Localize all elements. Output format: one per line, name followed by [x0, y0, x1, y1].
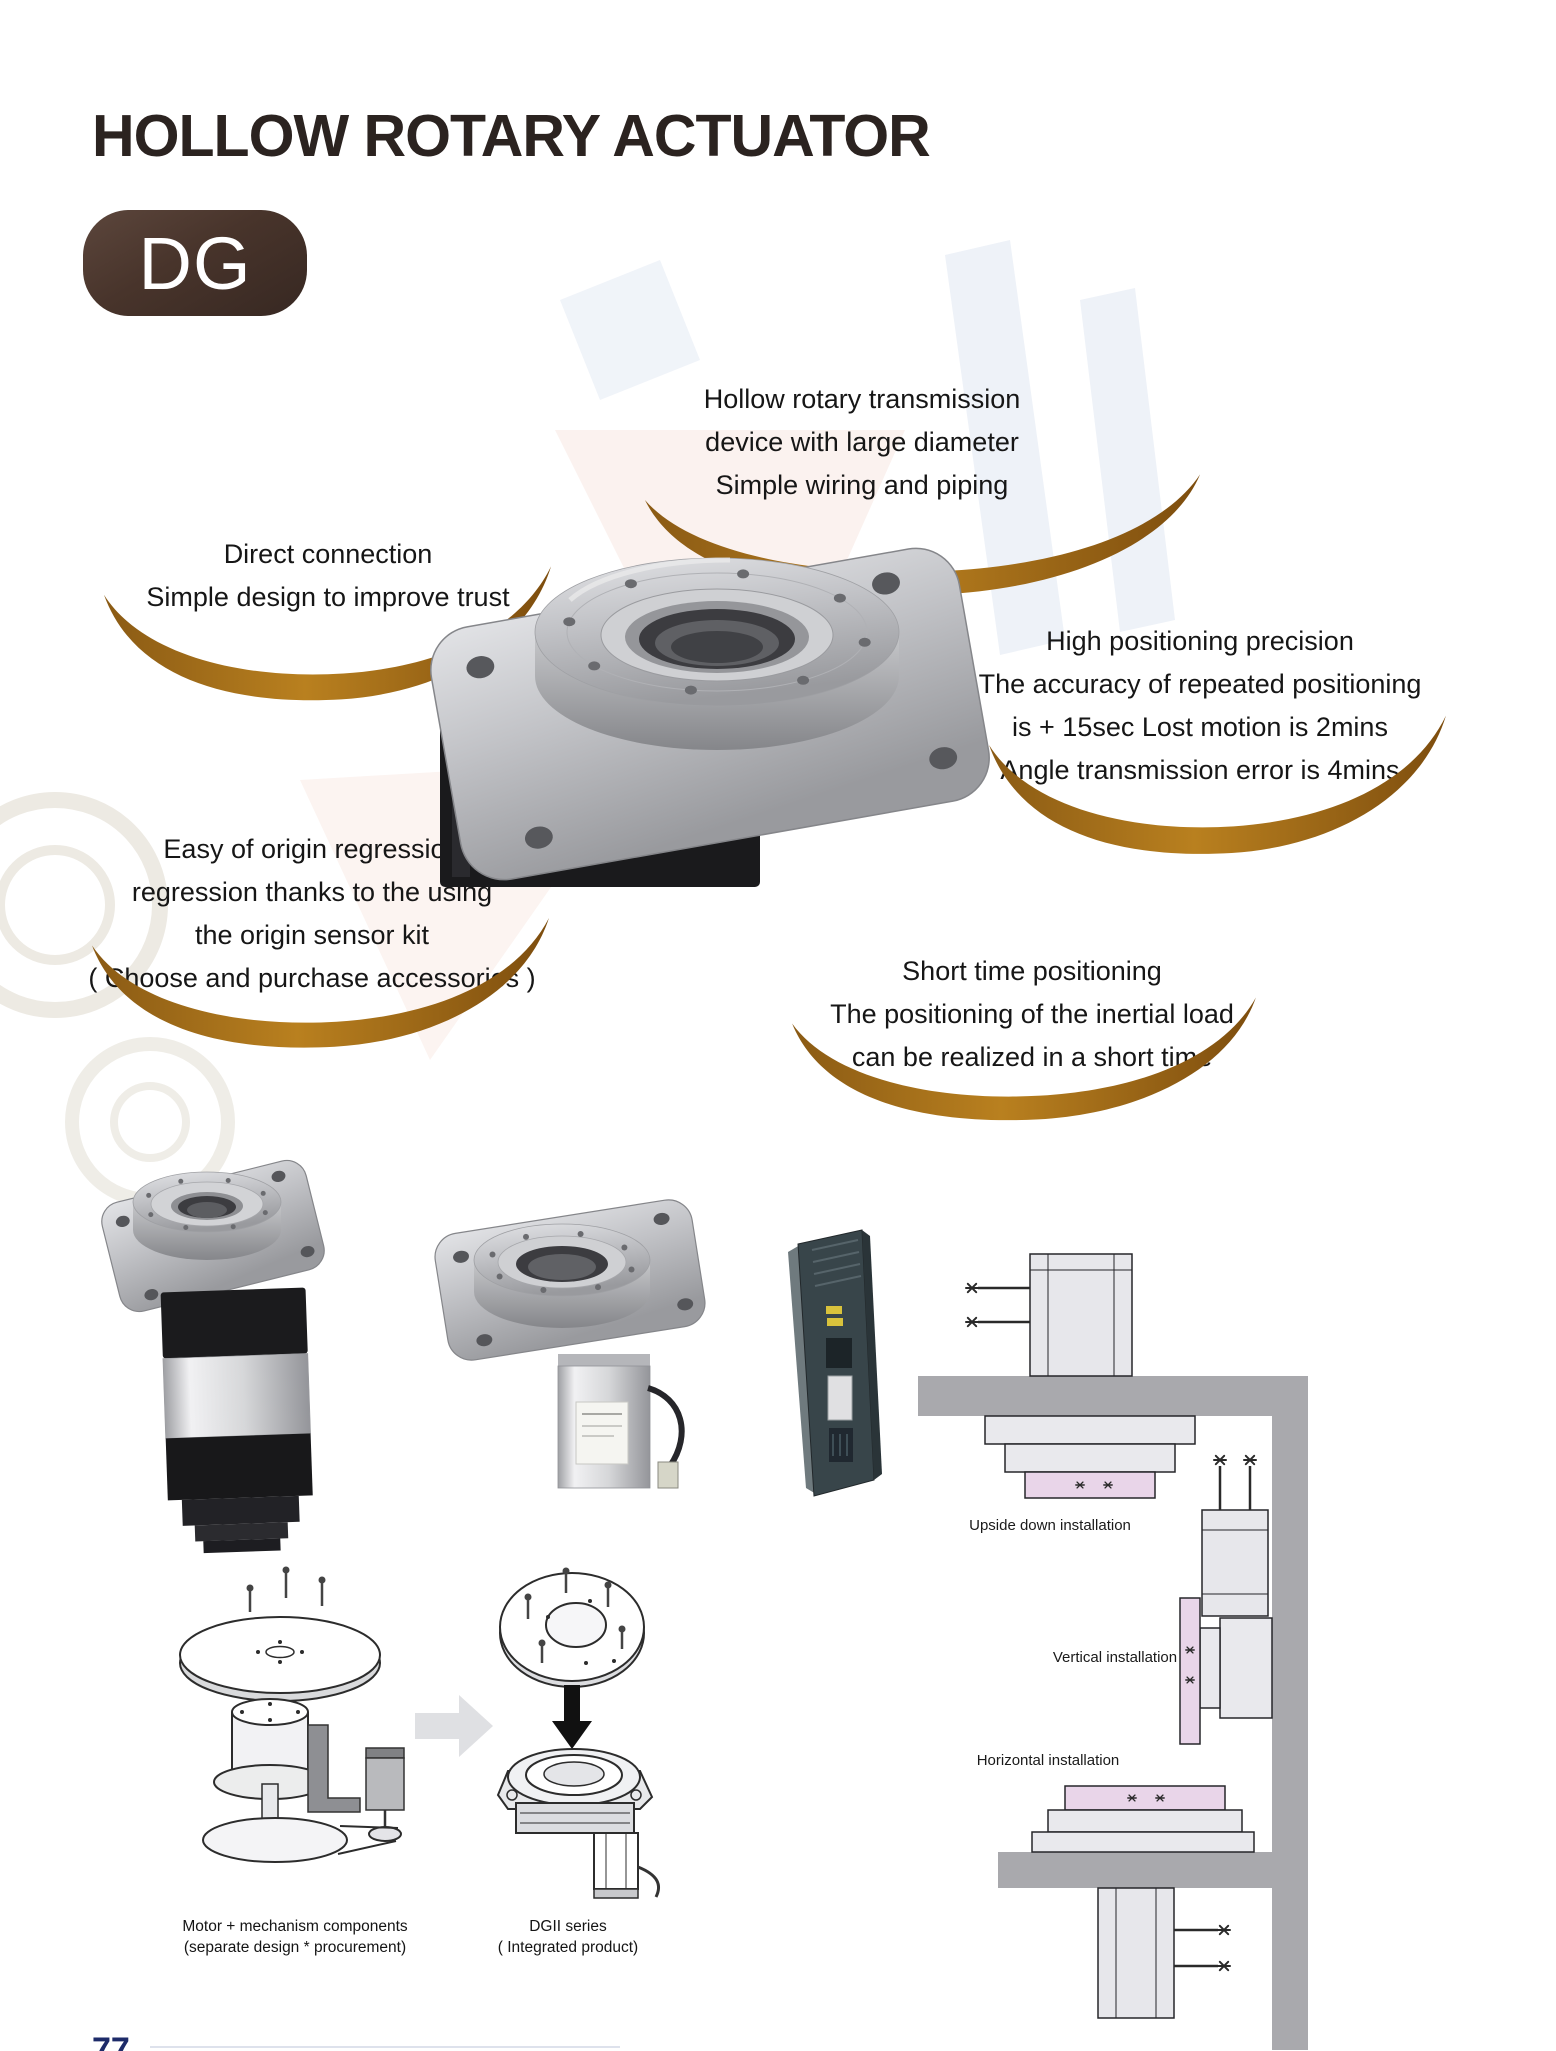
- vertical-wall: [1272, 1416, 1308, 2050]
- horizontal-label: Horizontal installation: [977, 1752, 1120, 1769]
- swoosh-underline-icon: [92, 918, 549, 1048]
- floor: [998, 1852, 1272, 1888]
- swoosh-underline-icon: [989, 715, 1446, 854]
- screw-icon: [1213, 1454, 1227, 1466]
- upside-down-label: Upside down installation: [969, 1517, 1131, 1534]
- support-bracket: [307, 1724, 361, 1813]
- screw-icon: [1217, 1924, 1231, 1936]
- bolt-circle: [563, 569, 871, 695]
- exploded-components-diagram: [179, 1566, 405, 1863]
- series-badge: DG: [83, 210, 307, 316]
- servo-driver-photo: [788, 1229, 882, 1497]
- arrow-right-icon: [415, 1695, 493, 1757]
- swoosh-underline-icon: [792, 997, 1256, 1121]
- actuator-stepper-photo: [101, 1159, 325, 1554]
- ceiling-wall: [918, 1376, 1308, 1416]
- callout-transmission: Hollow rotary transmission device with l…: [703, 384, 1021, 500]
- driver-connector: [827, 1375, 853, 1421]
- stepper-motor: [160, 1287, 313, 1554]
- caption-dgii-series: DGII series ( Integrated product): [497, 1918, 639, 1956]
- page-number: 77: [92, 2031, 130, 2051]
- hero-actuator-photo: [430, 547, 990, 887]
- screw-icon: [1243, 1454, 1257, 1466]
- screws-group: [246, 1566, 326, 1612]
- vertical-assembly: [1179, 1454, 1273, 1745]
- callout-direct-connection: Direct connection Simple design to impro…: [146, 539, 510, 612]
- arrow-down-icon: [552, 1685, 592, 1749]
- page-title: HOLLOW ROTARY ACTUATOR: [92, 103, 931, 169]
- turntable-mechanism: [202, 1698, 405, 1863]
- motor-cable: [647, 1385, 685, 1468]
- screw-icon: [965, 1282, 979, 1294]
- rotary-table-plate: [1064, 1785, 1226, 1811]
- rotary-table-plate: [1179, 1597, 1201, 1745]
- small-motor: [365, 1757, 405, 1811]
- callout-short-time: Short time positioning The positioning o…: [830, 956, 1234, 1072]
- actuator-unit: [496, 1748, 661, 1899]
- vertical-label: Vertical installation: [1053, 1649, 1177, 1666]
- bolt-circle: [489, 1231, 635, 1293]
- caption-motor-mechanism: Motor + mechanism components (separate d…: [182, 1918, 408, 1956]
- series-badge-label: DG: [138, 221, 252, 305]
- screw-icon: [1217, 1960, 1231, 1972]
- footer-rule: [150, 2046, 620, 2048]
- belt-pulley: [202, 1817, 348, 1863]
- heatsink-fins: [811, 1239, 862, 1287]
- servo-motor: [557, 1354, 651, 1489]
- screw-icon: [965, 1316, 979, 1328]
- motor-cable: [637, 1865, 661, 1898]
- cable-connector: [657, 1461, 679, 1489]
- callout-positioning-precision: High positioning precision The accuracy …: [978, 626, 1422, 785]
- motor: [593, 1832, 639, 1890]
- installation-diagram: Upside down installation Vertical instal…: [918, 1253, 1308, 2050]
- callout-origin-regression: Easy of origin regression regression tha…: [88, 834, 536, 993]
- horizontal-assembly: [1031, 1785, 1255, 2019]
- actuator-servo-photo: [434, 1199, 706, 1489]
- dgii-integrated-diagram: [496, 1567, 661, 1899]
- rotary-table-plate: [1024, 1471, 1156, 1499]
- upside-down-assembly: [965, 1253, 1196, 1499]
- screws-group: [524, 1567, 626, 1665]
- bolt-circle: [146, 1178, 268, 1230]
